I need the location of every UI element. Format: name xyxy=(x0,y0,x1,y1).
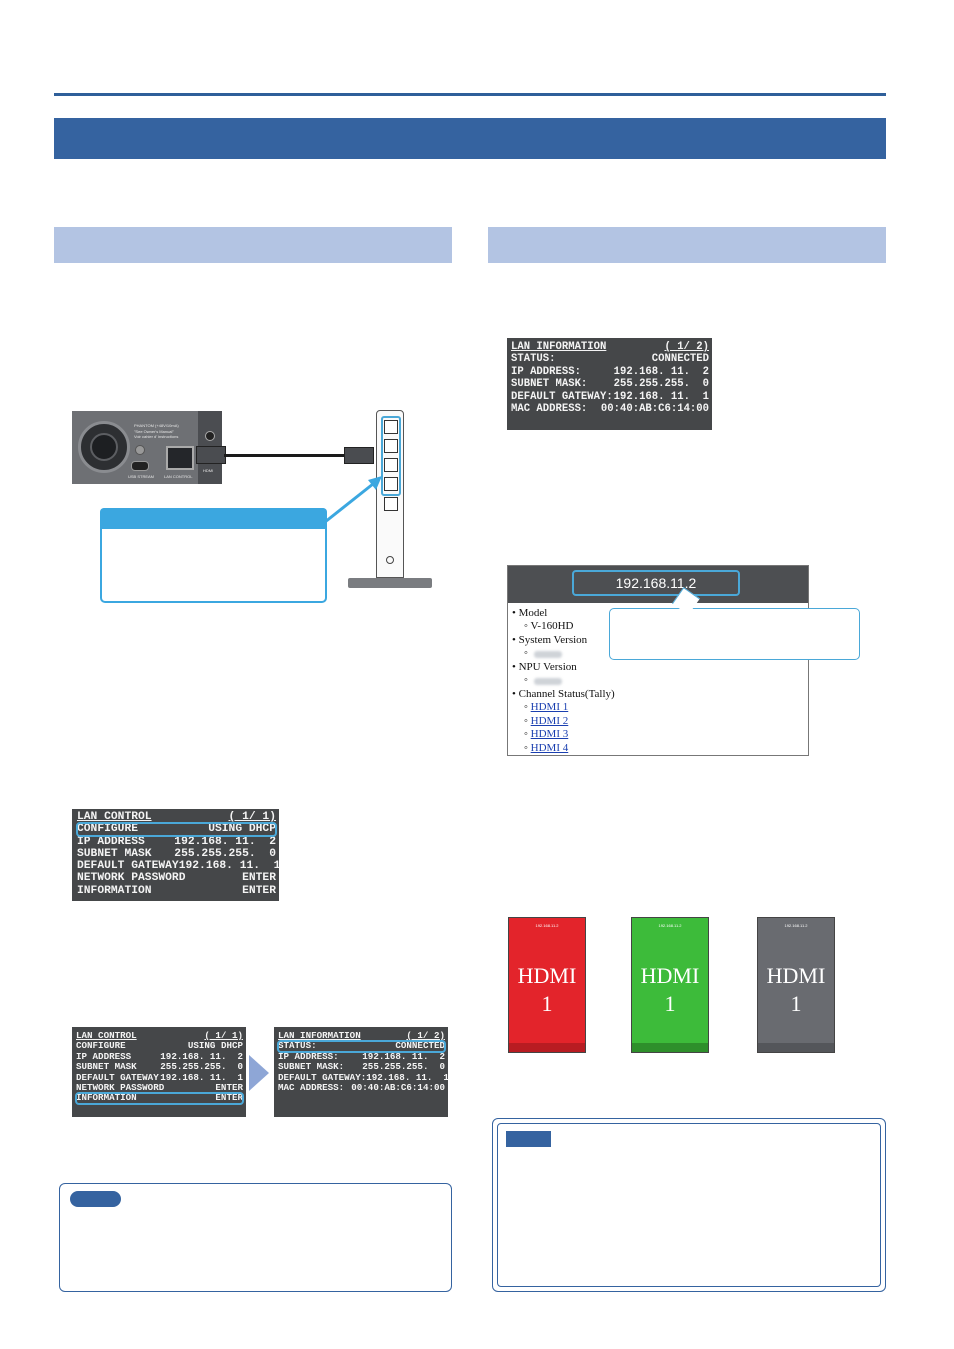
list-item: ◦ xyxy=(524,647,528,659)
note-tag xyxy=(506,1131,551,1147)
list-item: ◦ HDMI 4 xyxy=(524,742,569,754)
router-button-icon xyxy=(386,556,394,564)
router-port-icon xyxy=(384,439,398,453)
lcd-row: LAN CONTROL( 1/ 1) xyxy=(76,1030,243,1041)
lcd-row: DEFAULT GATEWAY:192.168. 11. 1 xyxy=(278,1071,449,1083)
blurred-value xyxy=(534,651,562,658)
router-port-icon xyxy=(384,458,398,472)
callout-arrow-icon xyxy=(324,476,382,524)
list-item: ◦ HDMI 1 xyxy=(524,701,569,713)
section-header-left xyxy=(54,227,452,263)
lcd-row-status: STATUS:CONNECTED xyxy=(277,1040,446,1053)
router-port-icon xyxy=(384,420,398,434)
section-header-right xyxy=(488,227,886,263)
browser-address-bar xyxy=(508,566,808,603)
phantom-note-2: Voir cahier d' instructions xyxy=(134,434,179,439)
memo-tag xyxy=(70,1191,121,1207)
jack-icon xyxy=(205,431,215,441)
knob-icon xyxy=(135,445,145,455)
router-ports-highlight xyxy=(381,416,401,496)
note-box-inner xyxy=(497,1123,881,1287)
lcd-row: DEFAULT GATEWAY:192.168. 11. 1 xyxy=(511,390,709,403)
router-wan-port-icon xyxy=(384,497,398,511)
phantom-label: PHANTOM (+48V/10mA) xyxy=(134,423,179,428)
list-item: ◦ HDMI 3 xyxy=(524,728,569,740)
chapter-title-bar xyxy=(54,118,886,159)
lcd-row: SUBNET MASK:255.255.255. 0 xyxy=(278,1061,445,1073)
usb-port-icon xyxy=(131,461,149,471)
hdmi1-link[interactable]: HDMI 1 xyxy=(530,701,569,713)
usb-stream-label: USB STREAM xyxy=(128,474,155,479)
lcd-row: IP ADDRESS:192.168. 11. 2 xyxy=(278,1050,445,1062)
url-field[interactable]: 192.168.11.2 xyxy=(572,570,740,596)
top-rule xyxy=(54,93,886,96)
hdmi2-link[interactable]: HDMI 2 xyxy=(530,715,569,727)
list-item: • Model xyxy=(512,607,548,619)
list-item: • Channel Status(Tally) xyxy=(512,688,615,700)
lan-port-icon xyxy=(166,446,194,470)
note-box-outer xyxy=(492,1118,886,1292)
lan-information-screen: LAN INFORMATION( 1/ 2) STATUS:CONNECTED … xyxy=(507,338,712,430)
lan-control-label: LAN CONTROL xyxy=(164,474,193,479)
hdmi4-link[interactable]: HDMI 4 xyxy=(530,742,569,754)
lcd-row: LAN INFORMATION( 1/ 2) xyxy=(278,1030,445,1041)
list-item: ◦ HDMI 2 xyxy=(524,715,569,727)
phone-bottom-bar xyxy=(632,1043,708,1052)
lcd-row: IP ADDRESS:192.168. 11. 2 xyxy=(511,365,709,378)
lcd-row: MAC ADDRESS:00:40:AB:C6:14:00 xyxy=(278,1082,445,1094)
hdmi-label: HDMI xyxy=(203,468,214,473)
memo-box xyxy=(59,1183,452,1292)
lan-cable-plug-icon-2 xyxy=(344,447,374,464)
xlr-jack-icon xyxy=(78,421,130,473)
phone-status-bar: 192.168.11.2 xyxy=(658,922,682,928)
phone-status-bar: 192.168.11.2 xyxy=(535,922,559,928)
router-callout-header xyxy=(100,508,327,529)
lan-cable-plug-icon xyxy=(196,446,226,464)
lan-information-screen-small: LAN INFORMATION( 1/ 2) STATUS:CONNECTED … xyxy=(274,1027,449,1117)
list-item: ◦ xyxy=(524,674,528,686)
phantom-note-1: "See Owner's Manual" xyxy=(134,429,174,434)
blurred-value xyxy=(534,678,562,685)
router-stand xyxy=(348,578,432,588)
router-port-icon xyxy=(384,477,398,491)
lcd-row: SUBNET MASK:255.255.255. 0 xyxy=(511,378,709,391)
hdmi3-link[interactable]: HDMI 3 xyxy=(530,728,569,740)
phone-status-bar: 192.168.11.2 xyxy=(784,922,808,928)
list-item: • NPU Version xyxy=(512,661,577,673)
xlr-jack-inner xyxy=(90,433,118,461)
url-callout-bubble xyxy=(609,608,860,660)
list-item: ◦ V-160HD xyxy=(524,620,574,632)
lcd-row: MAC ADDRESS:00:40:AB:C6:14:00 xyxy=(511,403,709,416)
lan-cable xyxy=(224,454,348,457)
arrow-right-icon xyxy=(249,1055,269,1091)
lcd-row: LAN CONTROL( 1/ 1) xyxy=(77,811,276,823)
phone-bottom-bar xyxy=(758,1043,834,1052)
lcd-row: LAN INFORMATION( 1/ 2) xyxy=(511,341,709,353)
lcd-row: STATUS:CONNECTED xyxy=(511,353,709,366)
list-item: • System Version xyxy=(512,634,588,646)
phone-bottom-bar xyxy=(509,1043,585,1052)
